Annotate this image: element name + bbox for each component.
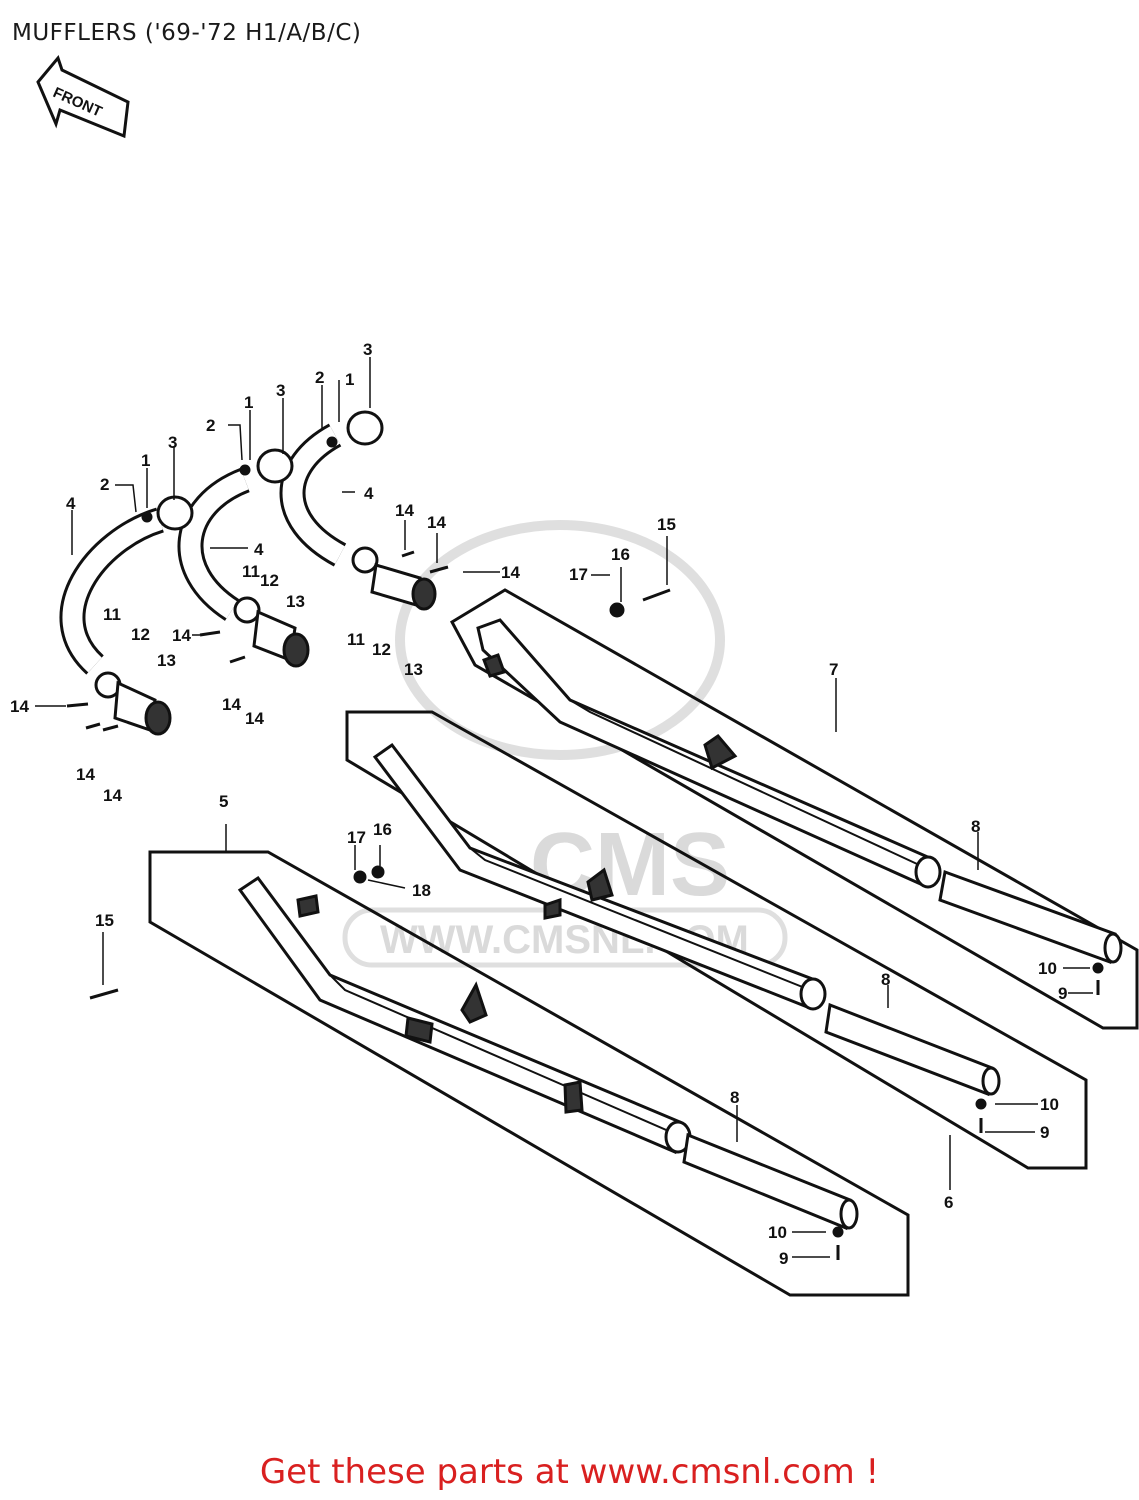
part-label: 14 [103, 786, 122, 805]
part-label: 3 [363, 340, 372, 359]
part-label: 18 [412, 881, 431, 900]
fasteners [66, 550, 1104, 1260]
part-label: 1 [345, 370, 354, 389]
part-label: 7 [829, 660, 838, 679]
part-label: 3 [168, 433, 177, 452]
part-label: 9 [779, 1249, 788, 1268]
joint-assemblies [94, 546, 437, 736]
part-label: 12 [372, 640, 391, 659]
part-label: 16 [611, 545, 630, 564]
part-label: 13 [404, 660, 423, 679]
part-label: 10 [1040, 1095, 1059, 1114]
part-label: 8 [971, 817, 980, 836]
part-label: 9 [1058, 984, 1067, 1003]
part-label: 15 [95, 911, 114, 930]
part-label: 10 [768, 1223, 787, 1242]
part-label: 8 [730, 1088, 739, 1107]
muffler-6-outline [345, 710, 1088, 1170]
part-label: 17 [347, 828, 366, 847]
muffler-7 [476, 618, 942, 889]
tail-pipe-6 [824, 1002, 1001, 1097]
part-label: 2 [100, 475, 109, 494]
part-label: 14 [427, 513, 446, 532]
part-label: 11 [347, 630, 365, 649]
part-label: 15 [657, 515, 676, 534]
part-label: 1 [244, 393, 253, 412]
muffler-7-outline [450, 588, 1139, 1030]
part-label: 3 [276, 381, 285, 400]
exhaust-flanges [141, 410, 384, 531]
muffler-5 [237, 875, 692, 1155]
leader-lines [35, 357, 1093, 1258]
tail-pipe-5 [682, 1132, 859, 1231]
part-label: 1 [141, 451, 150, 470]
part-label: 14 [501, 563, 520, 582]
part-label: 2 [206, 416, 215, 435]
part-label: 4 [254, 540, 264, 559]
part-number-labels: 3 2 1 3 1 2 3 1 2 4 4 4 14 14 14 15 16 1… [10, 340, 1067, 1268]
part-label: 4 [364, 484, 374, 503]
part-label: 9 [1040, 1123, 1049, 1142]
part-label: 11 [242, 562, 260, 581]
exhaust-pipes [59, 423, 347, 675]
part-label: 14 [245, 709, 264, 728]
part-label: 11 [103, 605, 121, 624]
part-label: 14 [395, 501, 414, 520]
page-title: MUFFLERS ('69-'72 H1/A/B/C) [12, 20, 362, 46]
muffler-5-outline [148, 850, 910, 1297]
part-label: 13 [286, 592, 305, 611]
part-label: 14 [10, 697, 29, 716]
assembly-outlines [148, 588, 1139, 1297]
part-label: 12 [131, 625, 150, 644]
tail-pipe-7 [938, 869, 1123, 965]
part-label: 16 [373, 820, 392, 839]
part-label: 13 [157, 651, 176, 670]
part-label: 2 [315, 368, 324, 387]
part-label: 14 [172, 626, 191, 645]
part-label: 8 [881, 970, 890, 989]
part-label: 14 [76, 765, 95, 784]
part-label: 10 [1038, 959, 1057, 978]
part-label: 6 [944, 1193, 953, 1212]
part-label: 14 [222, 695, 241, 714]
muffler-6 [372, 742, 827, 1011]
part-label: 17 [569, 565, 588, 584]
part-label: 5 [219, 792, 228, 811]
part-label: 12 [260, 571, 279, 590]
footer-link[interactable]: Get these parts at www.cmsnl.com ! [259, 1452, 880, 1492]
part-label: 4 [66, 494, 76, 513]
front-arrow-icon: FRONT [36, 54, 130, 139]
